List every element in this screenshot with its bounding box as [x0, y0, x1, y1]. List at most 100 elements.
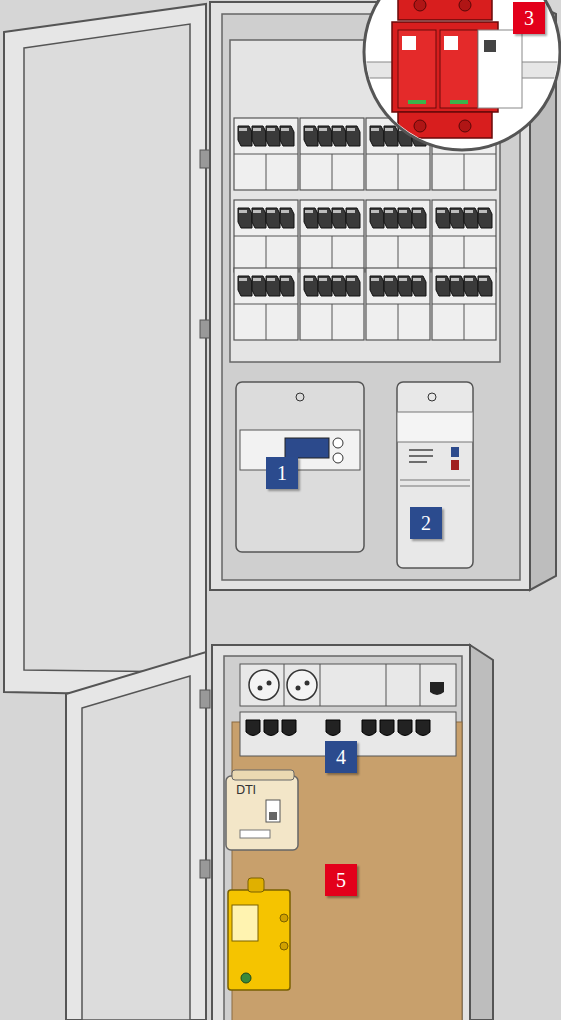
socket-strip [240, 664, 456, 706]
callout-number: 4 [325, 741, 357, 773]
breaker-divider [464, 236, 465, 272]
toggle-highlight [347, 278, 355, 281]
breaker-toggle [266, 276, 280, 296]
breaker-toggle [464, 208, 478, 228]
breaker-face [397, 412, 473, 442]
callout-text: 4 [336, 746, 346, 769]
breaker-toggle [280, 208, 294, 228]
breaker-frame [234, 268, 298, 340]
breaker-frame [300, 118, 364, 190]
toggle-highlight [281, 210, 289, 213]
breaker-toggle [238, 126, 252, 146]
spd-logo [444, 36, 458, 50]
breaker-toggle [412, 276, 426, 296]
breaker-divider [464, 304, 465, 340]
breaker-group [366, 118, 430, 190]
toggle-highlight [239, 128, 247, 131]
toggle-highlight [451, 210, 459, 213]
breaker-frame [432, 268, 496, 340]
dti-switch-lever [269, 812, 277, 820]
breaker-group [300, 268, 364, 340]
breaker-toggle [398, 276, 412, 296]
hinge [200, 150, 210, 168]
cabinet-door [4, 4, 206, 696]
socket [249, 670, 279, 700]
breaker-toggle [398, 720, 412, 736]
breaker-group [432, 268, 496, 340]
breaker-divider [332, 304, 333, 340]
callout-text: 1 [277, 462, 287, 485]
socket-hole [296, 686, 301, 691]
breaker-divider [332, 236, 333, 272]
breaker-toggle [266, 126, 280, 146]
breaker-toggle [384, 126, 398, 146]
toggle-highlight [281, 128, 289, 131]
breaker-frame [300, 200, 364, 272]
toggle-highlight [253, 278, 261, 281]
breaker-toggle [264, 720, 278, 736]
spd-indicator [241, 973, 251, 983]
breaker-group [300, 118, 364, 190]
toggle-highlight [319, 278, 327, 281]
callout-number: 3 [513, 2, 545, 34]
breaker-group [366, 200, 430, 272]
spd-base [398, 0, 492, 20]
toggle-highlight [305, 128, 313, 131]
breaker-toggle [252, 276, 266, 296]
spd-terminal [414, 120, 426, 132]
screw [428, 393, 436, 401]
socket-hole [305, 681, 310, 686]
callout-text: 3 [524, 7, 534, 30]
marking [409, 449, 433, 451]
dti-device [226, 776, 298, 850]
breaker-toggle [412, 208, 426, 228]
breaker-toggle [450, 208, 464, 228]
toggle-highlight [385, 278, 393, 281]
breaker-toggle [252, 126, 266, 146]
breaker-divider [266, 154, 267, 190]
spd-logo [402, 36, 416, 50]
breaker-toggle [384, 208, 398, 228]
toggle-highlight [399, 210, 407, 213]
indicator [451, 460, 459, 470]
breaker-toggle [318, 208, 332, 228]
spd-module [440, 30, 478, 108]
breaker-toggle [416, 720, 430, 736]
breaker-toggle [332, 208, 346, 228]
breaker-frame [234, 200, 298, 272]
toggle-highlight [305, 278, 313, 281]
toggle-highlight [253, 128, 261, 131]
status-window [408, 100, 426, 104]
breaker-divider [332, 154, 333, 190]
breaker-toggle [384, 276, 398, 296]
marking [409, 455, 433, 457]
toggle-highlight [239, 210, 247, 213]
meter-display [285, 438, 329, 458]
breaker-divider [398, 304, 399, 340]
socket-hole [267, 681, 272, 686]
breaker-toggles [246, 720, 430, 736]
breaker-frame [366, 268, 430, 340]
breaker-toggle [450, 276, 464, 296]
breaker-toggle [318, 126, 332, 146]
cabinet-body [210, 2, 530, 590]
toggle-highlight [371, 210, 379, 213]
toggle-highlight [437, 278, 445, 281]
breaker-group [432, 200, 496, 272]
toggle-highlight [479, 278, 487, 281]
breaker-toggle [464, 276, 478, 296]
toggle-highlight [399, 278, 407, 281]
breaker-frame [432, 200, 496, 272]
main-breaker [397, 382, 473, 568]
breaker-divider [266, 304, 267, 340]
toggle-highlight [281, 278, 289, 281]
spd-label [478, 30, 522, 108]
spd-terminal [459, 0, 471, 11]
spd-module [398, 30, 436, 108]
toggle-highlight [267, 128, 275, 131]
toggle-highlight [385, 128, 393, 131]
device-label: DTI [228, 781, 264, 799]
breaker-toggle [266, 208, 280, 228]
